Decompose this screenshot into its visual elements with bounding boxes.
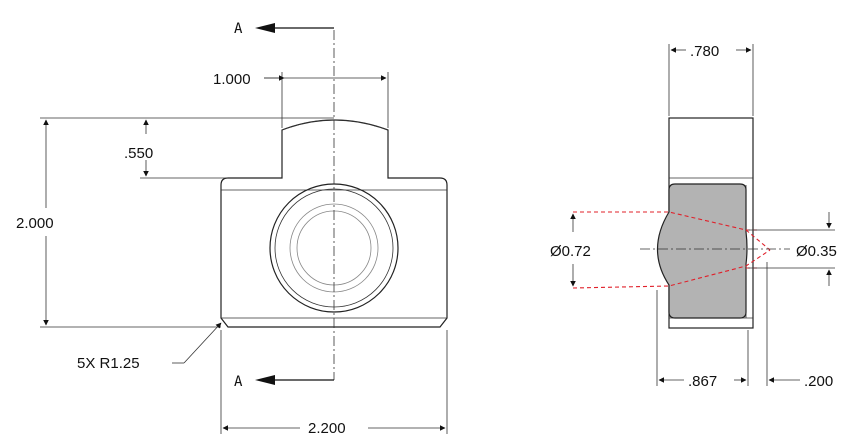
dim-bottom-width-text: .867 [688, 373, 717, 390]
section-arrow-top-icon [255, 23, 275, 33]
dim-overall-width-text: 2.200 [308, 420, 346, 437]
dim-boss-width-text: 1.000 [213, 71, 251, 88]
dim-offset-text: .200 [804, 373, 833, 390]
dim-boss-height-text: .550 [124, 145, 153, 162]
section-label-top: A [234, 21, 243, 37]
section-arrow-bottom-icon [255, 375, 275, 385]
radius-leader-diag [183, 322, 222, 364]
section-fill [656, 183, 748, 319]
boss-top-arc [281, 119, 389, 131]
radius-note-text: 5X R1.25 [77, 355, 140, 372]
hidden-line-lower [572, 249, 771, 289]
dim-dia-large-text: Ø0.72 [550, 243, 591, 260]
hidden-line-upper [573, 211, 771, 251]
side-view: .780 Ø0.72 Ø0.35 .867 .200 [550, 43, 837, 390]
section-label-bottom: A [234, 374, 243, 390]
front-view: A A 1.000 .550 2.000 2.200 5X R1.25 [16, 21, 448, 437]
dim-dia-small-text: Ø0.35 [796, 243, 837, 260]
dim-overall-height-text: 2.000 [16, 215, 54, 232]
dim-top-width-text: .780 [690, 43, 719, 60]
